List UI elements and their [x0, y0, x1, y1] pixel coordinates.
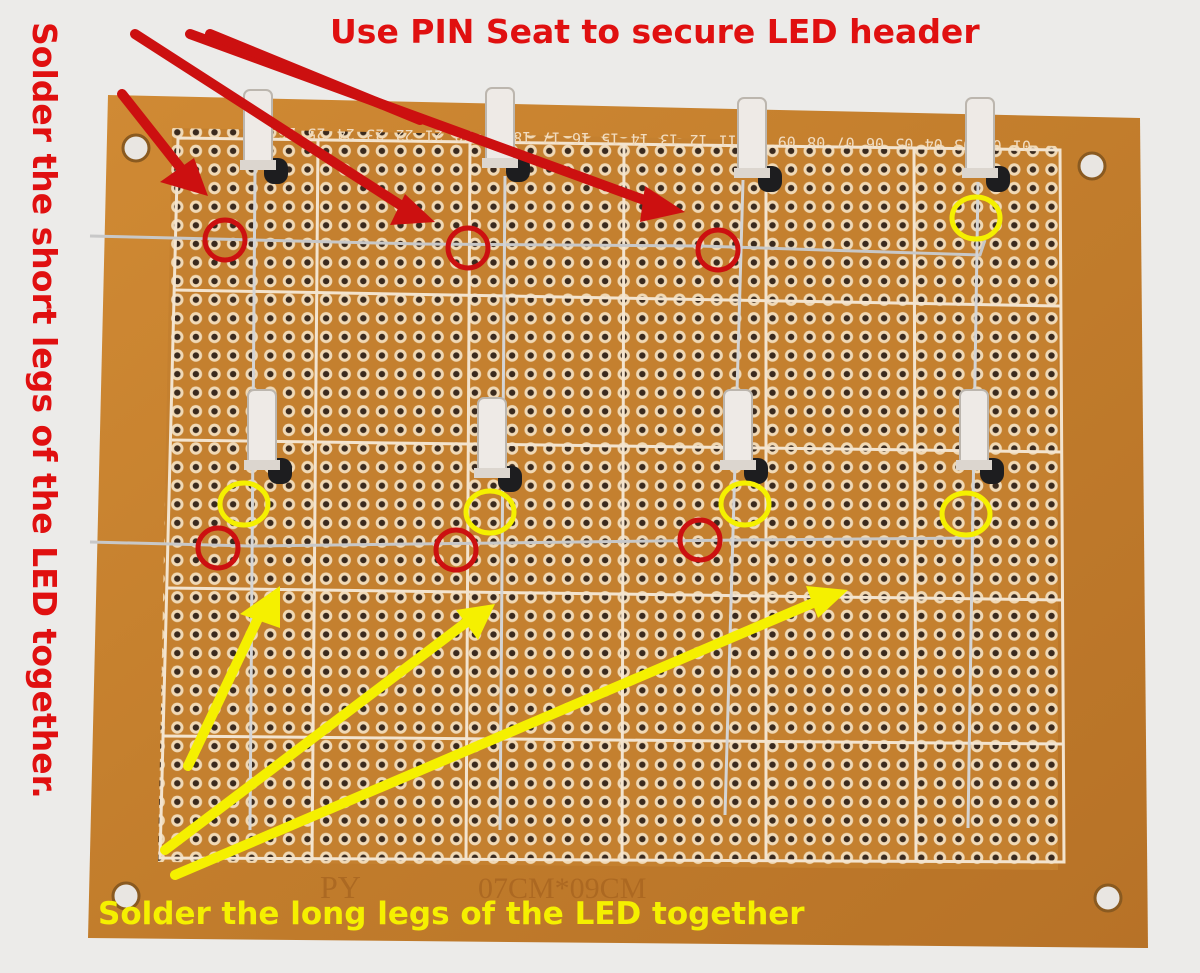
column-label: 07 [837, 134, 855, 152]
led [474, 397, 522, 492]
column-label: 25 [307, 125, 325, 143]
annotation-bottom: Solder the long legs of the LED together [98, 896, 805, 932]
column-label: 05 [895, 135, 913, 153]
column-label: 06 [866, 134, 884, 152]
column-label: 12 [690, 131, 708, 149]
mount-hole [1093, 883, 1123, 913]
annotation-top: Use PIN Seat to secure LED header [330, 12, 980, 51]
yellow-solder-circles [217, 194, 1003, 538]
red-arrowheads [160, 158, 685, 225]
annotation-left: Solder the short legs of the LED togethe… [25, 22, 64, 799]
board-size: 07CM*09CM [478, 872, 646, 905]
led [244, 389, 292, 484]
column-label: 22 [396, 126, 414, 144]
column-label: 17 [543, 129, 561, 147]
yellow-arrows [160, 595, 825, 880]
column-label: 09 [778, 133, 796, 151]
mount-hole [1077, 151, 1107, 181]
red-solder-circles [195, 217, 741, 573]
column-label: 08 [807, 133, 825, 151]
column-label: 11 [719, 132, 737, 150]
column-label: 14 [631, 130, 649, 148]
mount-hole [121, 133, 151, 163]
red-arrows [117, 29, 660, 215]
led [956, 389, 1004, 484]
column-label: 18 [513, 128, 531, 146]
column-label: 24 [337, 125, 355, 143]
column-label: 21 [425, 127, 443, 145]
column-label: 16 [572, 129, 590, 147]
column-label: 23 [366, 126, 384, 144]
led [734, 97, 782, 192]
column-label: 15 [601, 130, 619, 148]
yellow-arrowheads [240, 586, 848, 640]
led [720, 389, 768, 484]
column-label: 01 [1013, 137, 1031, 155]
long-legs [248, 167, 980, 831]
column-label: 04 [925, 135, 943, 153]
column-label: 13 [660, 131, 678, 149]
board-brand: PY [320, 869, 361, 905]
short-leg-wire-bottom [89, 536, 976, 548]
mount-hole [111, 881, 141, 911]
led [962, 97, 1010, 192]
